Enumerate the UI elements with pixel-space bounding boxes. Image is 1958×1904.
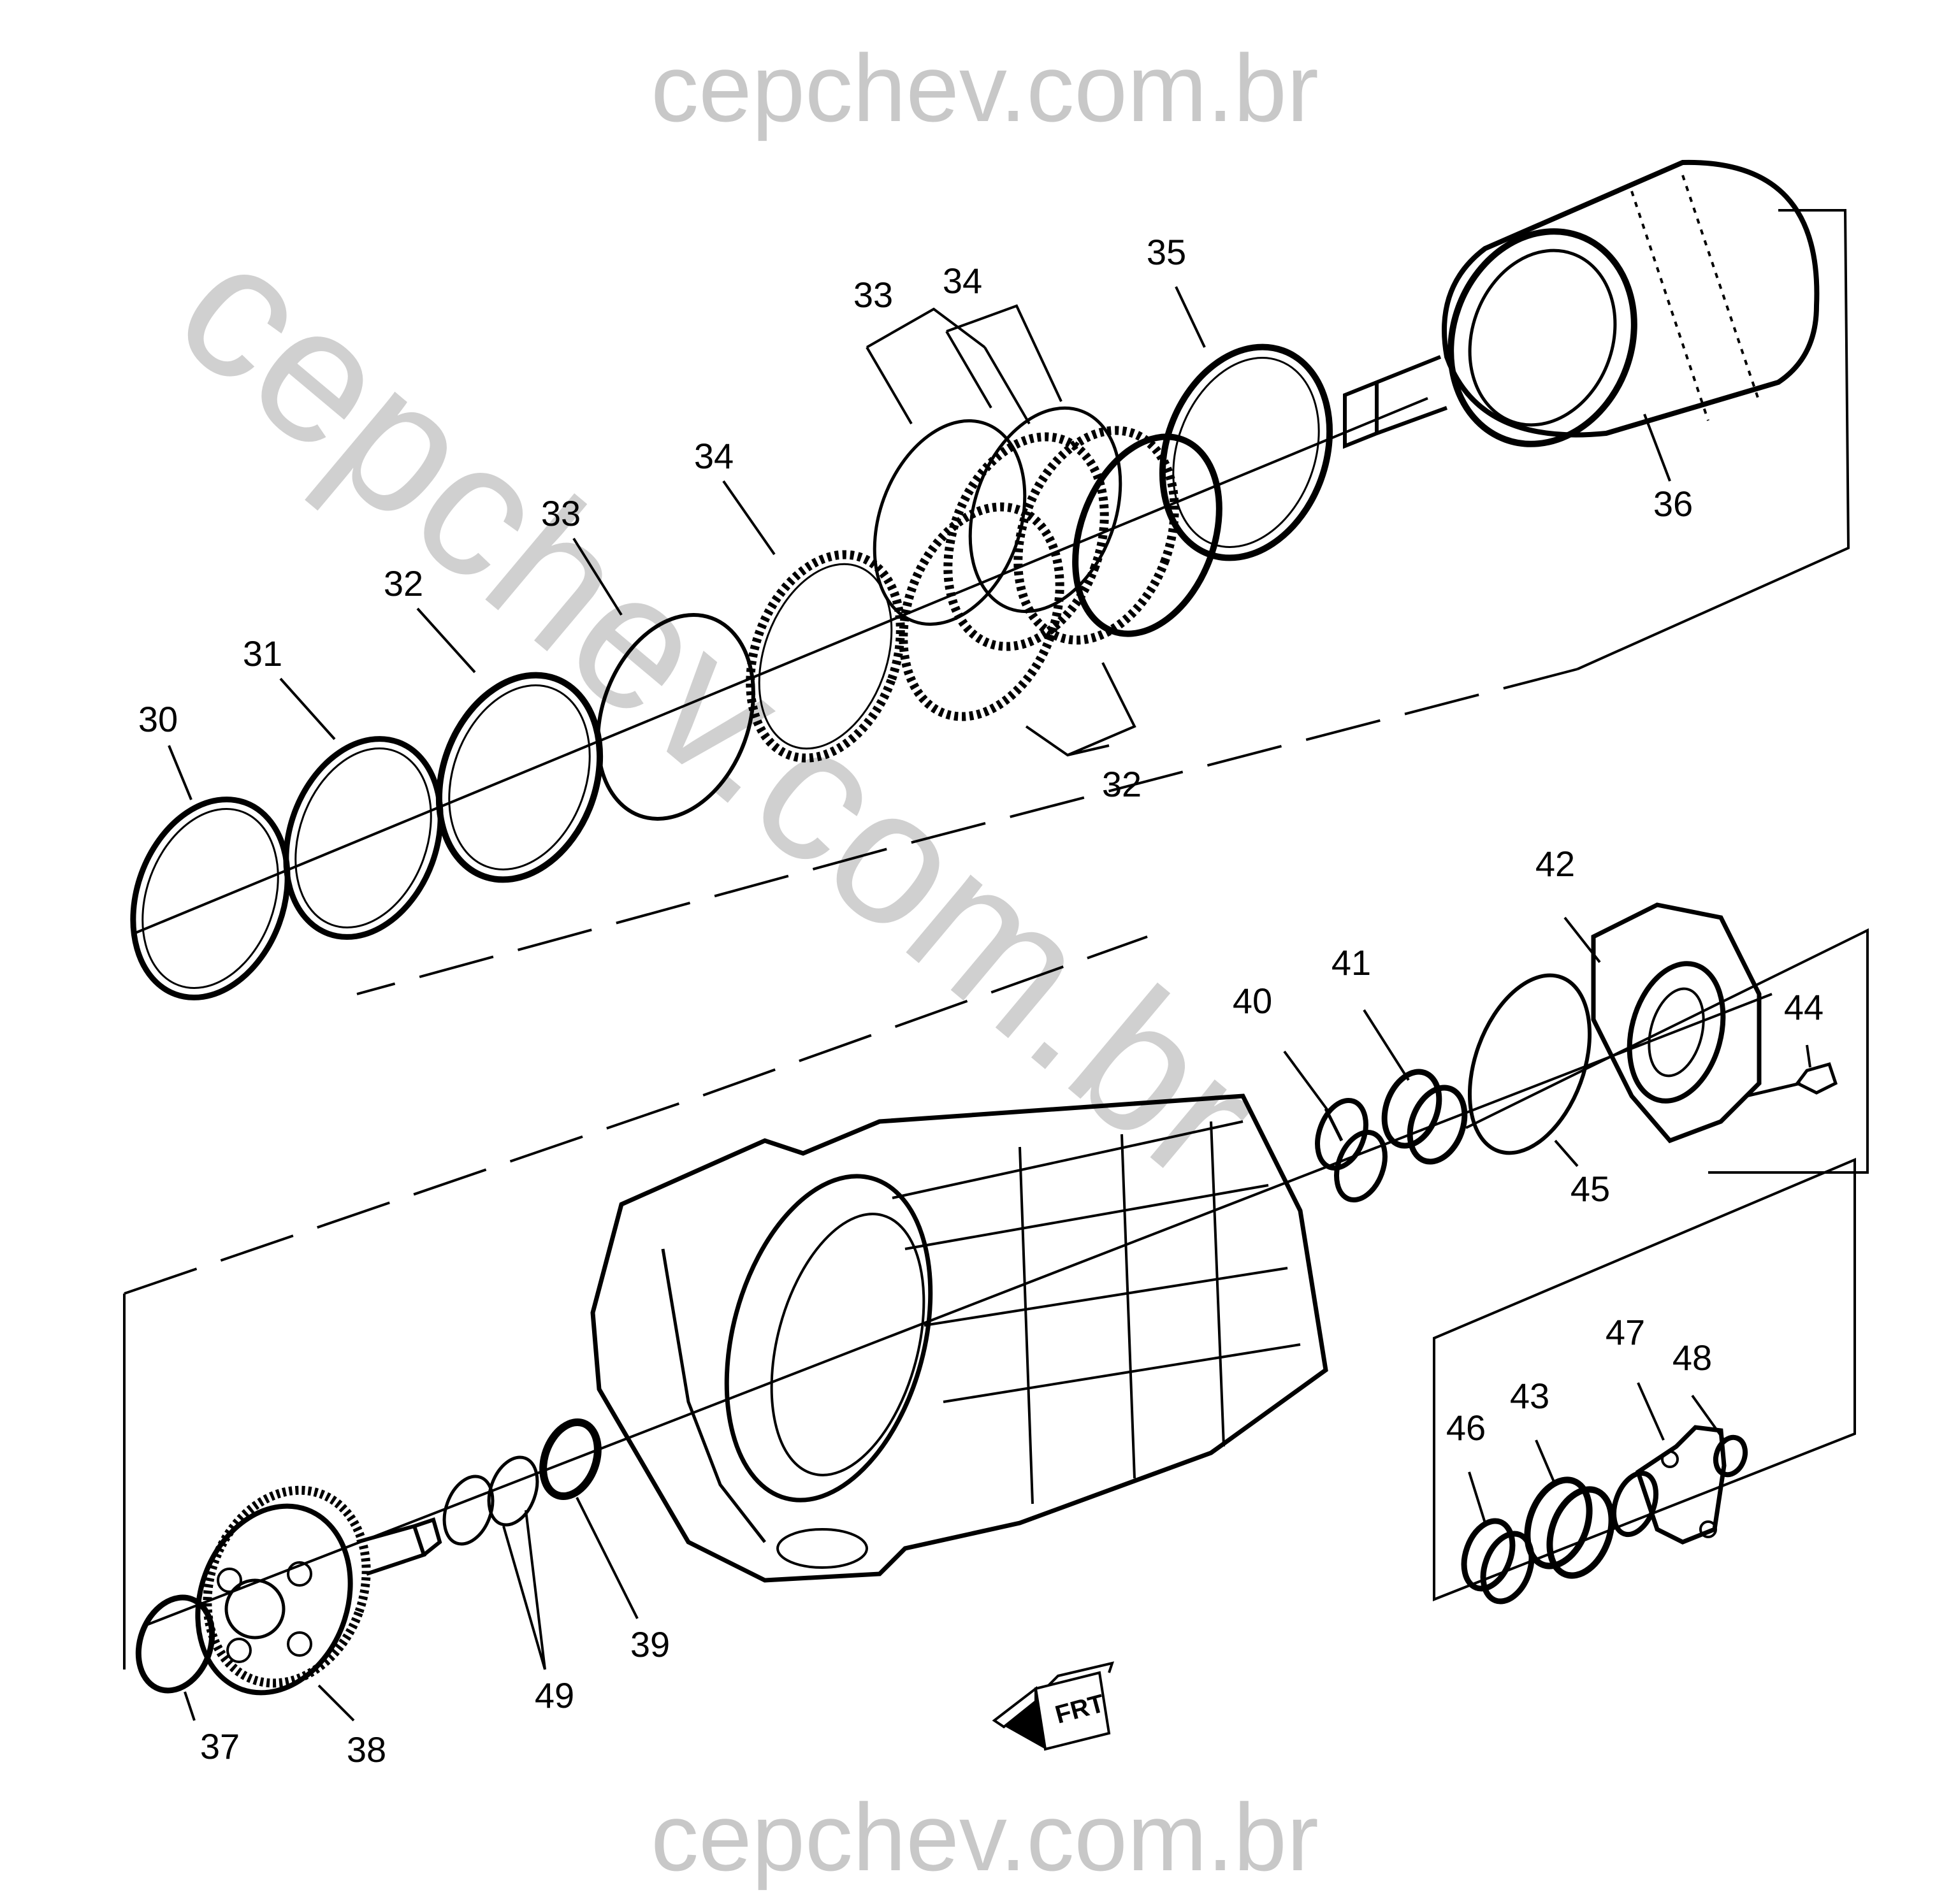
callout-30: 30: [138, 699, 178, 739]
lower-assembly: [123, 902, 1869, 1696]
upper-dashed-boundary: [356, 668, 1578, 995]
bracket-32: [1025, 662, 1136, 757]
callout-37: 37: [200, 1726, 240, 1766]
bracket-34: [945, 304, 1062, 409]
callout-36: 36: [1653, 484, 1693, 524]
upper-frame: [1577, 209, 1850, 670]
callout-43: 43: [1510, 1376, 1549, 1416]
lower-frame: [123, 928, 1869, 1670]
callout-48: 48: [1672, 1338, 1712, 1378]
callout-34-left: 34: [694, 436, 734, 476]
clutch-plate-30-inner: [141, 808, 279, 989]
callout-38: 38: [347, 1729, 386, 1770]
bushing-40: [1315, 1097, 1388, 1203]
seal-43: [1524, 1476, 1615, 1579]
clutch-plate-31: [283, 736, 444, 940]
clutch-plate-group-34b: [1013, 426, 1179, 645]
bearing-41: [1381, 1069, 1468, 1165]
seal-48: [1713, 1434, 1748, 1478]
callout-35: 35: [1147, 232, 1186, 272]
callout-33-left: 33: [541, 493, 581, 533]
watermark-top: cepchev.com.br: [651, 34, 1319, 141]
bushing-46: [1461, 1518, 1535, 1605]
callout-46: 46: [1446, 1408, 1486, 1448]
callout-49: 49: [535, 1675, 574, 1715]
callout-42: 42: [1535, 844, 1575, 884]
callouts: 30 31 32 33 34 33 34 35 36 32 42 41 40 4…: [138, 232, 1824, 1770]
bolt-44: [1746, 1062, 1838, 1098]
clutch-plate-32: [435, 672, 604, 883]
clutch-plate-35-inner: [1172, 357, 1320, 548]
clutch-plate-group-34a: [943, 432, 1109, 651]
callout-45: 45: [1570, 1169, 1610, 1209]
callout-32-left: 32: [384, 563, 423, 603]
clutch-plate-33: [596, 613, 755, 821]
callout-33-group: 33: [853, 275, 893, 315]
callout-40: 40: [1233, 981, 1272, 1021]
callout-32-group: 32: [1102, 764, 1142, 804]
seal-49a: [442, 1475, 495, 1546]
transmission-case: [590, 1093, 1328, 1583]
seal-49b: [487, 1455, 539, 1527]
clutch-plate-group-32a: [899, 502, 1064, 721]
clutch-plate-group-33a: [873, 419, 1027, 626]
clutch-plate-34: [746, 550, 905, 763]
callout-47: 47: [1606, 1312, 1645, 1352]
gear-assembly-38: [195, 1485, 442, 1696]
watermark-bottom: cepchev.com.br: [651, 1784, 1319, 1891]
upper-assembly: [130, 159, 1850, 1000]
extension-housing-47: [1611, 1425, 1727, 1545]
lower-centerline: [146, 993, 1773, 1626]
clutch-plate-group-32b: [1072, 433, 1222, 637]
leader-lines: [168, 286, 1811, 1722]
clutch-housing-36: [1343, 159, 1820, 449]
frt-label: FRT: [1052, 1689, 1108, 1729]
pump-cover-42: [1591, 902, 1762, 1144]
clutch-plate-31-inner: [294, 747, 432, 928]
lower-dashed-boundary: [124, 935, 1148, 1295]
callout-31: 31: [243, 633, 282, 674]
seal-39: [539, 1418, 602, 1501]
clutch-plate-32-inner: [448, 684, 591, 870]
callout-39: 39: [630, 1624, 670, 1664]
subassembly-frame: [1433, 1157, 1856, 1601]
bracket-33: [866, 307, 1031, 425]
front-direction-arrow: FRT: [992, 1661, 1115, 1751]
o-ring-45: [1467, 973, 1592, 1155]
callout-41: 41: [1331, 942, 1371, 983]
clutch-plate-34-inner: [758, 563, 893, 750]
callout-44: 44: [1784, 987, 1824, 1027]
clutch-plate-35: [1159, 343, 1333, 561]
clutch-plate-30: [130, 797, 291, 1000]
upper-centerline: [133, 397, 1428, 935]
clutch-plate-group-33b: [968, 406, 1122, 614]
callout-34-group: 34: [943, 261, 982, 301]
